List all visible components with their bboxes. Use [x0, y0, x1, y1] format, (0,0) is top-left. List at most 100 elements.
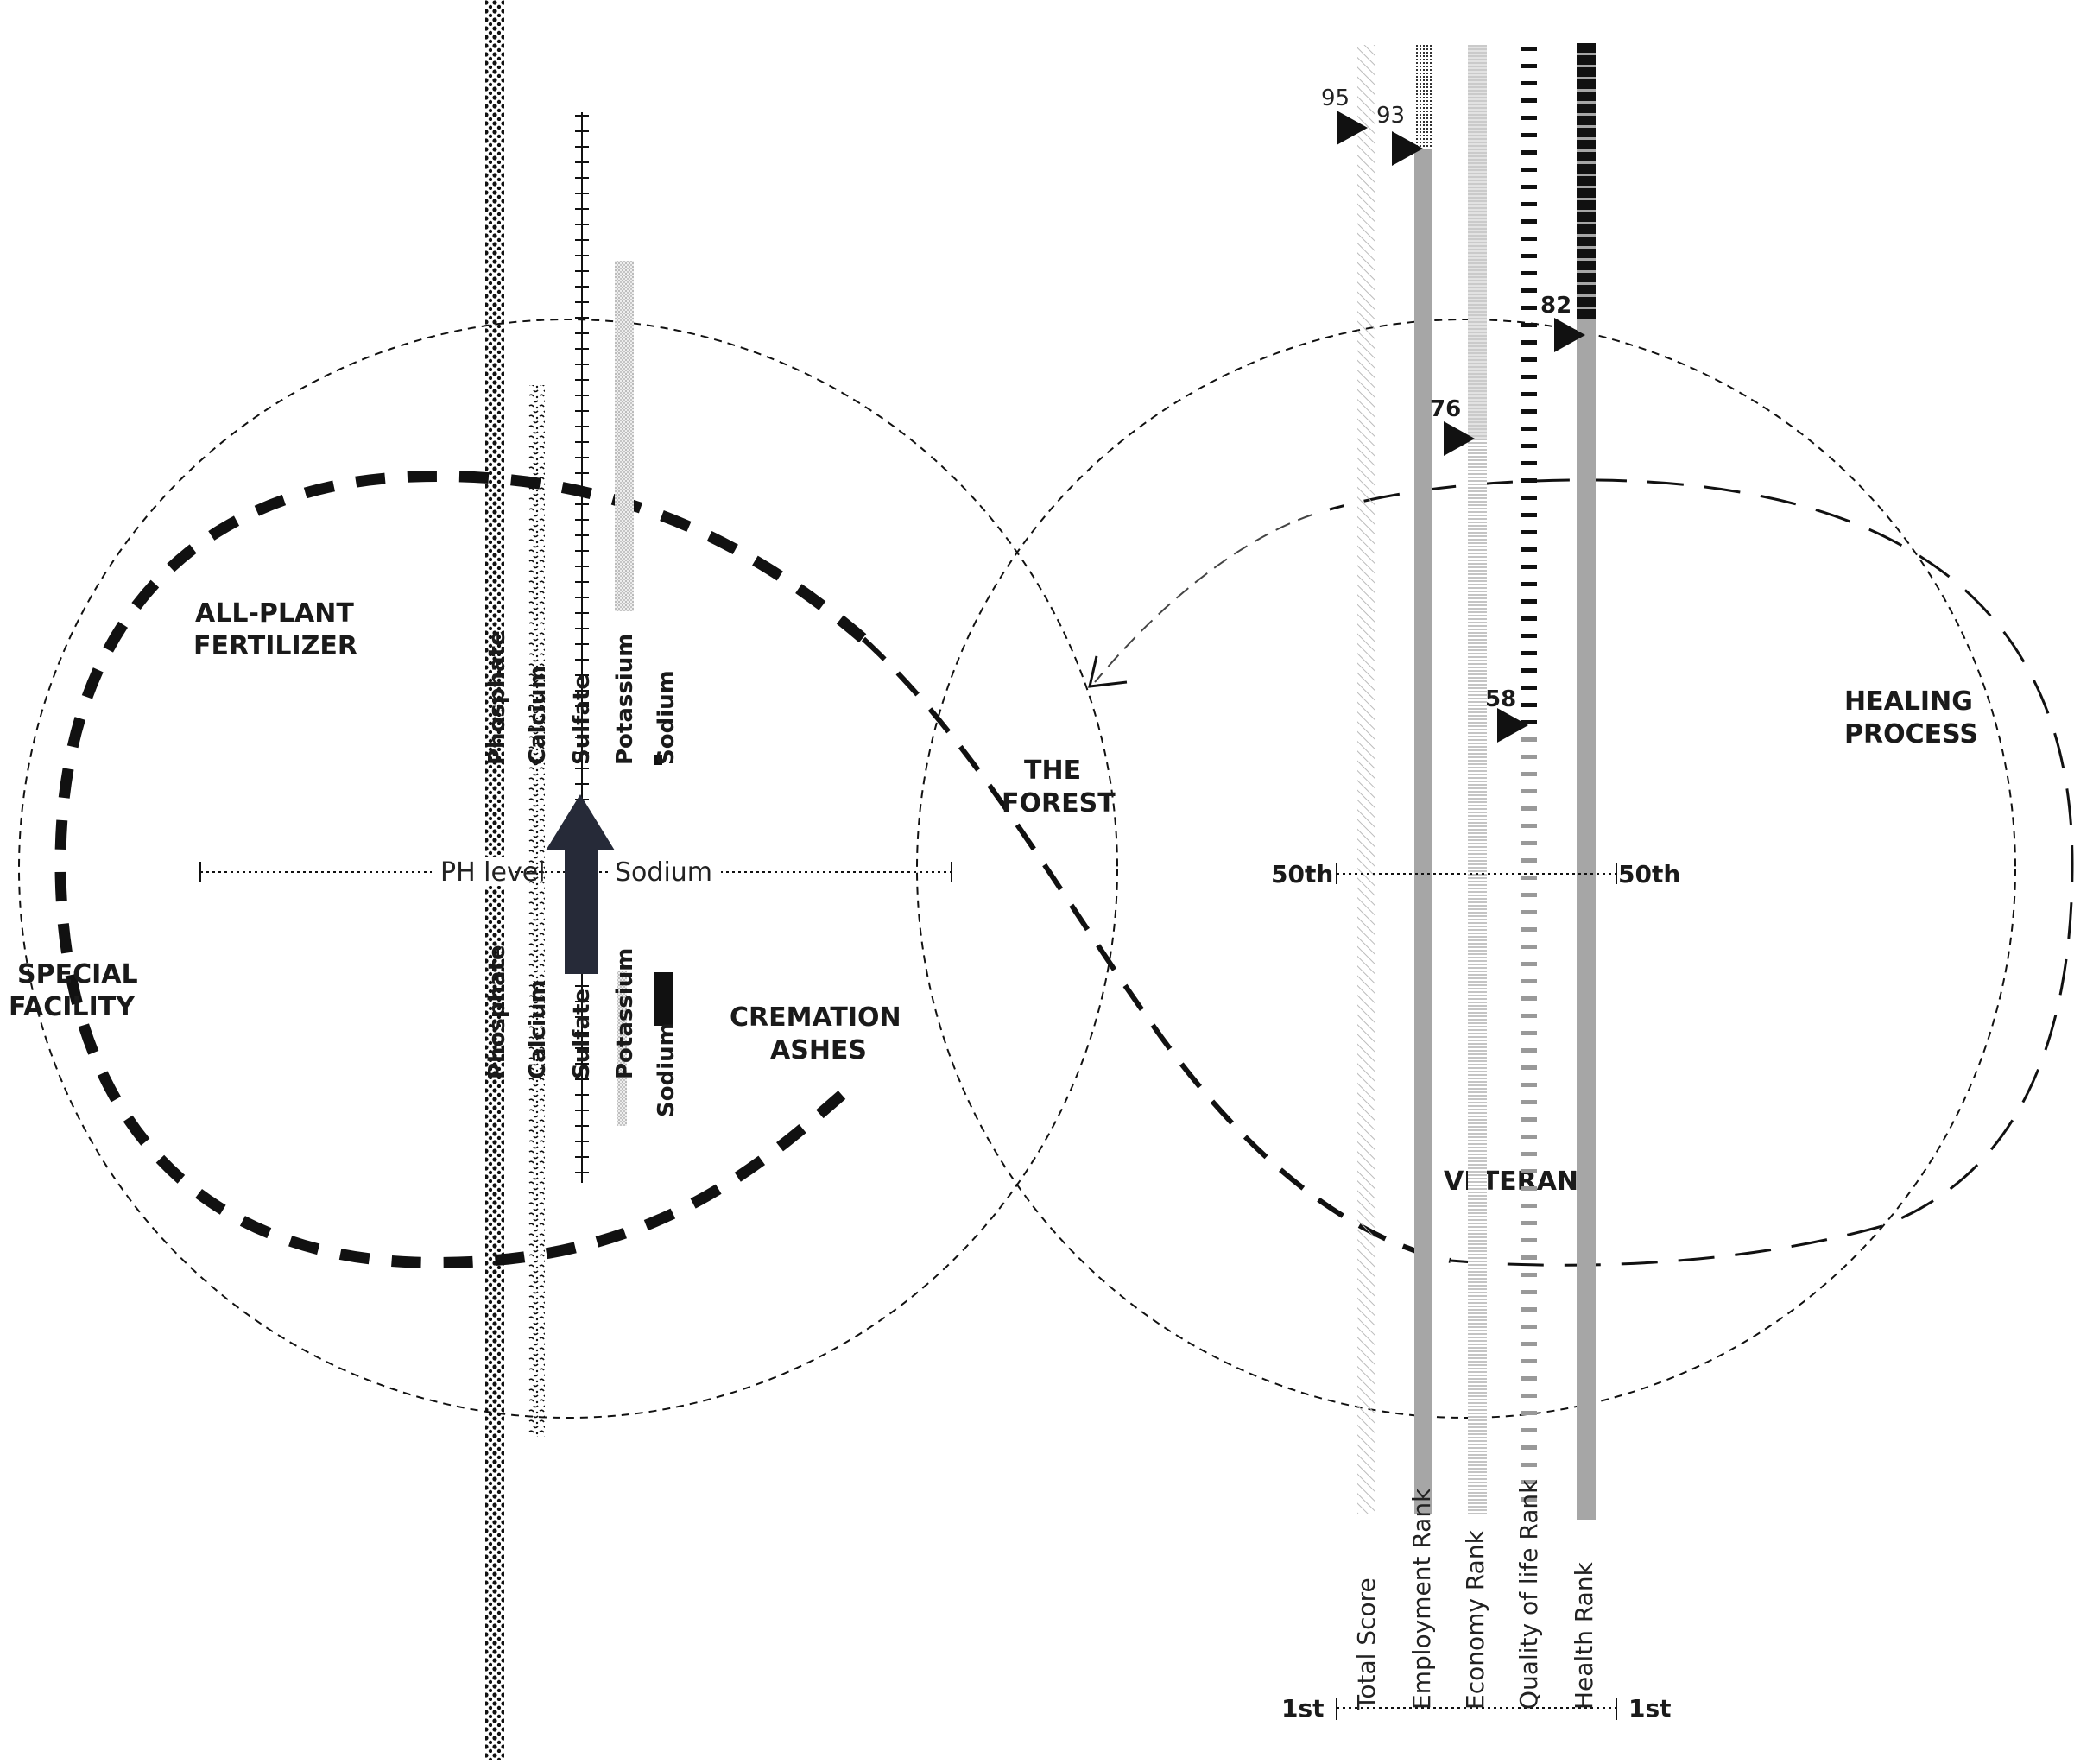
- quality-of-life-tick: [1521, 703, 1537, 707]
- employment-rank-bar: [1414, 43, 1432, 1514]
- potassium-bar: [615, 261, 634, 611]
- quality-of-life-tick: [1521, 168, 1537, 172]
- calcium-bar: [528, 385, 545, 1437]
- quality-of-life-tick: [1521, 1480, 1537, 1484]
- health-rank-segment: [1577, 309, 1596, 319]
- rank-marker-value: 93: [1376, 103, 1405, 129]
- health-rank-segment: [1577, 249, 1596, 258]
- quality-of-life-tick: [1521, 720, 1537, 724]
- element-label-top-phosphate: Phosphate: [484, 630, 510, 765]
- quality-of-life-tick: [1521, 1255, 1537, 1260]
- quality-of-life-tick: [1521, 996, 1537, 1001]
- health-rank-segment: [1577, 92, 1596, 101]
- health-rank-segment: [1577, 164, 1596, 174]
- quality-of-life-tick: [1521, 133, 1537, 137]
- quality-of-life-tick: [1521, 927, 1537, 932]
- quality-of-life-tick: [1521, 876, 1537, 880]
- quality-of-life-tick: [1521, 409, 1537, 414]
- element-label-bottom-phosphate: Phosphate: [484, 945, 510, 1079]
- quality-of-life-tick: [1521, 1411, 1537, 1415]
- quality-of-life-tick: [1521, 427, 1537, 431]
- quality-of-life-tick: [1521, 858, 1537, 863]
- element-label-bottom-potassium: Potassium: [612, 948, 638, 1079]
- quality-of-life-tick: [1521, 945, 1537, 949]
- health-rank-segment: [1577, 188, 1596, 198]
- health-rank-segment: [1577, 79, 1596, 89]
- quality-of-life-tick: [1521, 686, 1537, 690]
- quality-of-life-tick: [1521, 323, 1537, 327]
- economy-rank-top: [1468, 45, 1487, 439]
- ph-axis-label: PH level: [440, 857, 546, 888]
- quality-of-life-tick: [1521, 64, 1537, 68]
- health-rank-segment: [1577, 224, 1596, 234]
- quality-of-life-tick: [1521, 1238, 1537, 1242]
- quality-of-life-tick: [1521, 1325, 1537, 1329]
- element-label-top-sodium: Sodium: [654, 670, 680, 765]
- quality-of-life-tick: [1521, 461, 1537, 465]
- health-rank-segment: [1577, 212, 1596, 222]
- health-rank-bar: [1577, 43, 1596, 1520]
- quality-of-life-tick: [1521, 1048, 1537, 1053]
- quality-of-life-tick: [1521, 1428, 1537, 1432]
- quality-of-life-tick: [1521, 1031, 1537, 1035]
- health-rank-segment: [1577, 128, 1596, 137]
- quality-of-life-tick: [1521, 392, 1537, 396]
- cycle-path-right: [1329, 478, 2074, 1267]
- first-axis-right-label: 1st: [1628, 1694, 1672, 1723]
- quality-of-life-tick: [1521, 1394, 1537, 1398]
- quality-of-life-tick: [1521, 841, 1537, 845]
- quality-of-life-tick: [1521, 81, 1537, 85]
- quality-of-life-tick: [1521, 962, 1537, 966]
- element-label-bottom-calcium: Calcium: [525, 980, 551, 1079]
- rank-label: Employment Rank: [1407, 1488, 1436, 1710]
- quality-of-life-tick: [1521, 340, 1537, 345]
- quality-of-life-tick: [1521, 651, 1537, 655]
- quality-of-life-tick: [1521, 582, 1537, 586]
- rank-marker-value: 76: [1430, 396, 1461, 422]
- up-arrow: [546, 794, 615, 974]
- healing-process-line-2: PROCESS: [1844, 719, 1978, 749]
- quality-of-life-tick: [1521, 824, 1537, 828]
- quality-of-life-tick: [1521, 478, 1537, 483]
- quality-of-life-ticks: [1521, 47, 1537, 1502]
- element-label-top-sulfate: Sulfate: [569, 674, 595, 765]
- quality-of-life-tick: [1521, 616, 1537, 621]
- quality-of-life-tick: [1521, 1359, 1537, 1363]
- rank-marker-value: 82: [1540, 293, 1571, 319]
- health-rank-segment: [1577, 261, 1596, 270]
- quality-of-life-tick: [1521, 288, 1537, 293]
- quality-of-life-tick: [1521, 1204, 1537, 1208]
- quality-of-life-tick: [1521, 1221, 1537, 1225]
- quality-of-life-tick: [1521, 737, 1537, 742]
- quality-of-life-tick: [1521, 219, 1537, 224]
- quality-of-life-tick: [1521, 98, 1537, 103]
- health-rank-segment: [1577, 200, 1596, 210]
- health-rank-segment: [1577, 55, 1596, 65]
- potassium-bar-bottom: [617, 971, 627, 1126]
- rank-marker-triangle: [1392, 131, 1423, 166]
- cremation-ashes-line-2: ASHES: [770, 1035, 867, 1065]
- rank-marker-triangle: [1444, 421, 1475, 456]
- health-rank-segment: [1577, 67, 1596, 77]
- rank-marker-value: 58: [1485, 686, 1516, 712]
- median-axis-right-label: 50th: [1618, 860, 1680, 888]
- health-rank-top: [1577, 43, 1596, 319]
- rank-label: Economy Rank: [1461, 1529, 1489, 1710]
- quality-of-life-tick: [1521, 1290, 1537, 1294]
- special-facility-line-1: SPECIAL: [17, 959, 138, 989]
- quality-of-life-tick: [1521, 202, 1537, 206]
- quality-of-life-tick: [1521, 271, 1537, 275]
- rank-label: Health Rank: [1570, 1561, 1598, 1710]
- health-rank-segment: [1577, 140, 1596, 149]
- quality-of-life-tick: [1521, 1342, 1537, 1346]
- employment-rank-top: [1414, 43, 1432, 149]
- quality-of-life-tick: [1521, 1186, 1537, 1191]
- quality-of-life-tick: [1521, 565, 1537, 569]
- quality-of-life-tick: [1521, 1135, 1537, 1139]
- quality-of-life-tick: [1521, 806, 1537, 811]
- quality-of-life-tick: [1521, 237, 1537, 241]
